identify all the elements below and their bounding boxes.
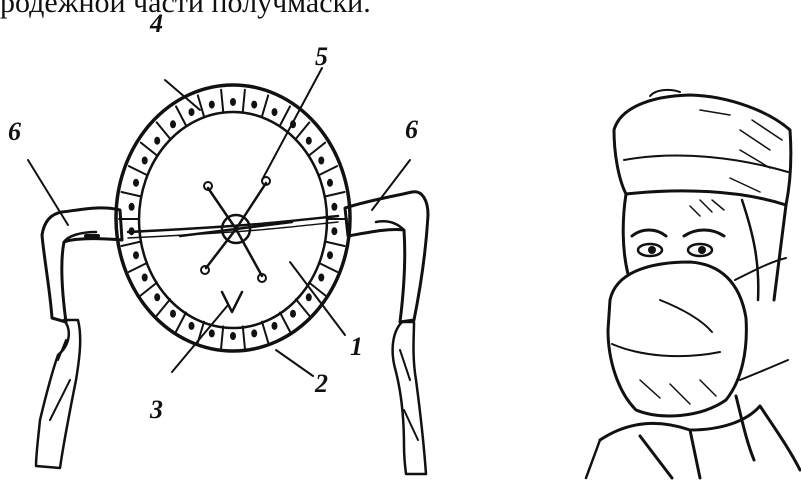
cell-nucleus (251, 329, 257, 337)
cell-divider (296, 122, 309, 138)
cell-divider (122, 242, 142, 247)
cell-nucleus (230, 332, 236, 340)
cell-divider (243, 326, 245, 348)
cell-divider (141, 283, 157, 296)
cell-nucleus (251, 101, 257, 109)
cell-nucleus (170, 310, 176, 318)
cell-divider (129, 166, 147, 175)
cell-nucleus (209, 101, 215, 109)
cell-nucleus (189, 108, 195, 116)
cell-divider (280, 313, 290, 332)
cell-nucleus (129, 203, 135, 211)
cell-nucleus (327, 179, 333, 187)
cell-divider (262, 322, 268, 343)
cell-divider (129, 263, 147, 272)
cell-nucleus (306, 293, 312, 301)
cell-nucleus (327, 251, 333, 259)
label-3: 3 (149, 395, 163, 424)
label-6-right: 6 (405, 115, 418, 144)
label-2: 2 (314, 369, 328, 398)
cell-divider (325, 242, 345, 247)
cell-divider (141, 143, 157, 156)
cell-nucleus (331, 203, 337, 211)
cell-nucleus (142, 274, 148, 282)
cell-nucleus (142, 157, 148, 165)
cell-divider (243, 90, 245, 112)
cell-divider (309, 143, 325, 156)
cell-divider (221, 326, 223, 348)
cell-divider (296, 299, 309, 315)
cell-divider (262, 95, 268, 116)
cell-nucleus (318, 274, 324, 282)
cell-nucleus (290, 310, 296, 318)
cell-nucleus (318, 157, 324, 165)
cell-divider (198, 95, 204, 116)
cell-nucleus (133, 179, 139, 187)
cell-nucleus (209, 329, 215, 337)
cell-divider (122, 192, 142, 197)
cell-nucleus (230, 98, 236, 106)
cell-divider (176, 313, 186, 332)
cell-divider (325, 192, 345, 197)
collar (600, 406, 800, 478)
cell-nucleus (189, 322, 195, 330)
cell-nucleus (272, 108, 278, 116)
cell-nucleus (272, 322, 278, 330)
cell-divider (157, 122, 170, 138)
cell-divider (280, 106, 290, 125)
cell-nucleus (331, 227, 337, 235)
cell-nucleus (154, 137, 160, 145)
cell-divider (221, 90, 223, 112)
surgical-cap (614, 95, 791, 205)
mask-diagram: 4 5 6 6 1 2 3 (8, 9, 428, 474)
cell-nucleus (170, 120, 176, 128)
person-with-mask (586, 90, 800, 478)
cell-divider (319, 166, 337, 175)
label-1: 1 (350, 332, 363, 361)
label-6-left: 6 (8, 117, 21, 146)
cell-nucleus (133, 251, 139, 259)
left-tie-ribbon (36, 208, 122, 468)
central-star (180, 177, 292, 282)
cell-nucleus (154, 293, 160, 301)
face-mask (608, 262, 746, 416)
label-5: 5 (315, 42, 328, 71)
caption-text: родежной части получмаски. (0, 0, 371, 20)
cell-divider (176, 106, 186, 125)
cell-nucleus (306, 137, 312, 145)
cell-divider (157, 299, 170, 315)
cell-divider (319, 263, 337, 272)
